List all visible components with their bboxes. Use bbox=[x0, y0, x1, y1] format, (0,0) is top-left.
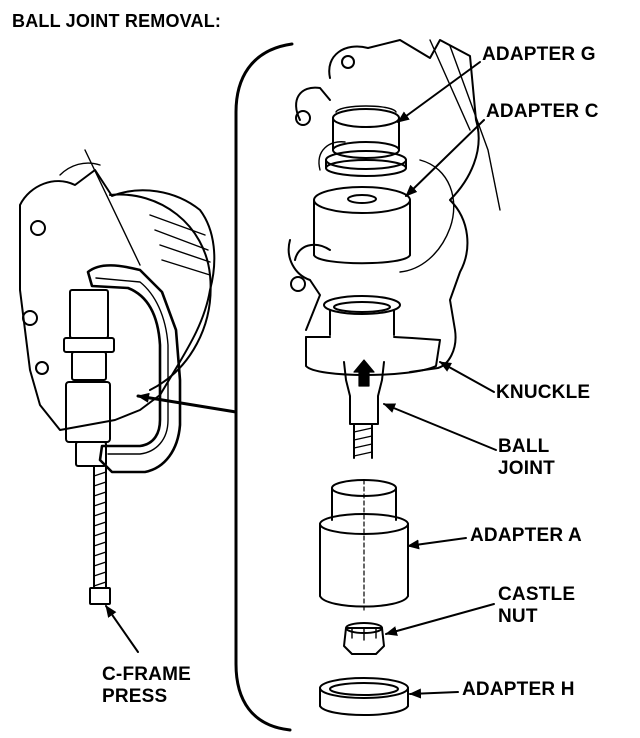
label-c-frame-line1: C-FRAME bbox=[102, 664, 191, 685]
label-ball-joint-line1: BALL bbox=[498, 436, 550, 457]
adapter-a bbox=[319, 479, 409, 611]
diagram-title: BALL JOINT REMOVAL: bbox=[12, 11, 222, 31]
ball-joint bbox=[343, 359, 385, 459]
label-adapter-g: ADAPTER G bbox=[482, 44, 596, 65]
leader-adapter-a bbox=[407, 537, 467, 550]
press-collar bbox=[75, 441, 107, 467]
knuckle-bore bbox=[305, 295, 441, 376]
view-link-arrow bbox=[136, 392, 238, 414]
leader-ball-joint bbox=[383, 403, 497, 451]
c-frame-leader bbox=[105, 605, 139, 653]
label-ball-joint-line2: JOINT bbox=[498, 458, 555, 479]
label-c-frame-line2: PRESS bbox=[102, 686, 168, 707]
press-screw-hex bbox=[89, 587, 111, 605]
label-adapter-a: ADAPTER A bbox=[470, 525, 582, 546]
press-adapter-bottom bbox=[65, 381, 111, 443]
adapter-g bbox=[325, 105, 407, 177]
left-knuckle-outline bbox=[19, 169, 216, 431]
castle-nut bbox=[343, 622, 385, 655]
leader-castle-nut bbox=[385, 603, 495, 636]
exploded-view bbox=[287, 39, 501, 716]
label-ball-joint: BALL JOINT bbox=[498, 436, 555, 480]
label-c-frame-press: C-FRAME PRESS bbox=[102, 664, 191, 708]
press-adapter-mid bbox=[71, 351, 107, 381]
exploded-view-bracket bbox=[234, 42, 294, 732]
c-frame-press-view bbox=[19, 149, 238, 605]
leader-adapter-h bbox=[409, 688, 459, 699]
leader-knuckle bbox=[439, 361, 495, 393]
label-castle-nut: CASTLE NUT bbox=[498, 584, 575, 628]
label-adapter-c: ADAPTER C bbox=[486, 101, 599, 122]
label-castle-nut-line1: CASTLE bbox=[498, 584, 576, 605]
label-knuckle: KNUCKLE bbox=[496, 382, 591, 403]
press-adapter-top bbox=[69, 289, 109, 339]
leader-adapter-c bbox=[405, 119, 485, 197]
press-ring bbox=[63, 337, 115, 353]
label-castle-nut-line2: NUT bbox=[498, 606, 538, 627]
label-adapter-h: ADAPTER H bbox=[462, 679, 575, 700]
adapter-c bbox=[313, 186, 411, 265]
leader-adapter-g bbox=[397, 61, 481, 123]
adapter-h bbox=[319, 677, 409, 716]
